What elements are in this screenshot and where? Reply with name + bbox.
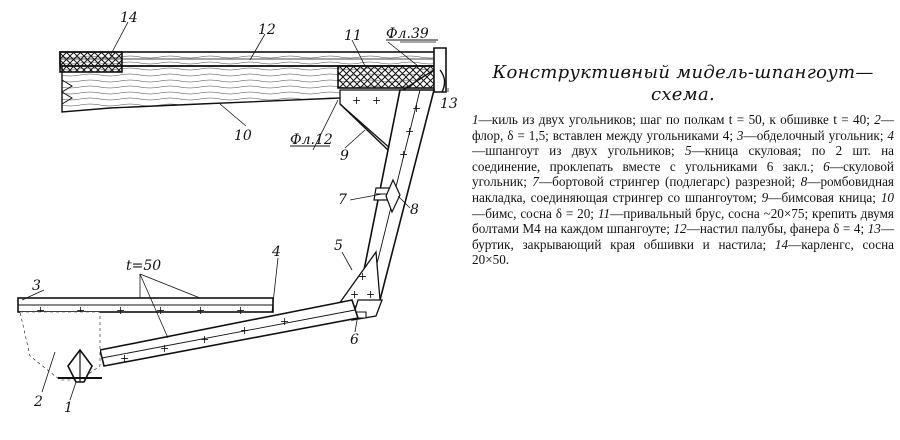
rub-strip	[433, 47, 447, 93]
caption-title: Конструктивный мидель-шпангоут— схема.	[472, 62, 894, 106]
legend-item-text: —настил палубы, фанера δ = 4;	[686, 221, 868, 237]
finishing-angle: + + + + + +	[17, 297, 274, 317]
label-4: 4	[271, 244, 281, 260]
svg-text:+: +	[358, 270, 367, 283]
legend-item-text: —бимсовая кница;	[768, 189, 881, 205]
legend-item-text: —привальный брус, сосна ~20×75; крепить …	[472, 205, 894, 237]
bottom-frame: + + + + +	[99, 299, 360, 367]
label-9: 9	[340, 148, 349, 164]
label-10: 10	[234, 128, 252, 144]
svg-text:+: +	[120, 352, 129, 365]
label-13: 13	[440, 96, 458, 112]
label-6: 6	[350, 332, 359, 348]
svg-text:+: +	[116, 304, 125, 317]
svg-text:+: +	[405, 125, 414, 138]
legend-item-text: —буртик, закрывающий края обшивки и наст…	[472, 221, 894, 252]
label-t50: t=50	[126, 258, 161, 274]
legend-item-number: 9	[761, 189, 769, 205]
label-14: 14	[120, 10, 138, 26]
svg-text:+: +	[366, 288, 375, 301]
legend-item-number: 7	[532, 174, 539, 190]
label-8: 8	[410, 202, 419, 218]
svg-text:+: +	[236, 304, 245, 317]
legend-item-text: —бимс, сосна δ = 20;	[472, 205, 598, 221]
leader-lines	[21, 21, 449, 401]
caption-title-line2: схема.	[650, 84, 716, 105]
label-3: 3	[32, 278, 41, 294]
svg-text:+: +	[352, 94, 361, 107]
caption-title-line1: Конструктивный мидель-шпангоут—	[492, 62, 874, 83]
svg-text:+: +	[36, 304, 45, 317]
caption: Конструктивный мидель-шпангоут— схема. 1…	[472, 62, 894, 268]
legend-item-number: 3	[736, 127, 744, 143]
clamp-section	[337, 65, 437, 89]
svg-text:+: +	[200, 333, 209, 346]
label-1: 1	[64, 400, 73, 416]
legend-item-text: —скуловой угольник;	[472, 158, 894, 190]
svg-text:+: +	[280, 315, 289, 328]
legend-item-text: —шпангоут из двух угольников;	[472, 143, 685, 159]
svg-text:+: +	[156, 304, 165, 317]
svg-text:+: +	[350, 288, 359, 301]
legend-item-number: 14	[774, 236, 789, 252]
svg-text:+: +	[412, 102, 421, 115]
legend-item-number: 12	[673, 221, 687, 237]
label-fl39: Фл.39	[386, 26, 429, 42]
svg-text:+: +	[240, 324, 249, 337]
legend-item-number: 10	[880, 189, 894, 205]
legend-item-number: 6	[823, 158, 830, 174]
legend-item-text: —ромбовидная накладка, соединяющая стрин…	[472, 174, 894, 205]
label-12: 12	[258, 22, 276, 38]
svg-text:+: +	[160, 342, 169, 355]
legend-item-text: —флор, δ = 1,5; вставлен между угольника…	[472, 112, 894, 143]
legend-item-text: —киль из двух угольников; шаг по полкам …	[478, 112, 875, 127]
label-5: 5	[334, 238, 343, 254]
midship-section-drawing: + + + + + + + + + + + + +	[17, 10, 458, 416]
legend-item-text: —бортовой стрингер (подлегарс) разрезной…	[538, 174, 801, 190]
legend-item-number: 1	[472, 112, 479, 127]
legend-item-number: 11	[597, 205, 611, 221]
beam-knee: + +	[339, 89, 401, 152]
svg-text:+: +	[372, 94, 381, 107]
svg-text:+: +	[76, 304, 85, 317]
svg-text:+: +	[399, 148, 408, 161]
legend-item-number: 2	[874, 112, 881, 127]
diamond-gusset	[385, 178, 401, 214]
legend-body: 1—киль из двух угольников; шаг по полкам…	[472, 112, 894, 268]
legend-item-number: 13	[867, 221, 881, 237]
legend-item-number: 5	[685, 143, 692, 159]
label-7: 7	[338, 192, 347, 208]
legend-item-text: —обделочный угольник;	[743, 127, 888, 143]
label-2: 2	[33, 394, 43, 410]
label-fl12: Фл.12	[290, 132, 333, 148]
label-11: 11	[344, 28, 362, 44]
legend-item-number: 4	[887, 127, 894, 143]
parts-legend: 1—киль из двух угольников; шаг по полкам…	[472, 112, 894, 268]
legend-item-text: —карленгс, сосна 20×50.	[472, 236, 895, 268]
legend-item-number: 8	[800, 174, 808, 190]
svg-text:+: +	[196, 304, 205, 317]
keel	[58, 348, 102, 383]
legend-item-text: —кница скуловая; по 2 шт. на соединение,…	[472, 143, 894, 174]
